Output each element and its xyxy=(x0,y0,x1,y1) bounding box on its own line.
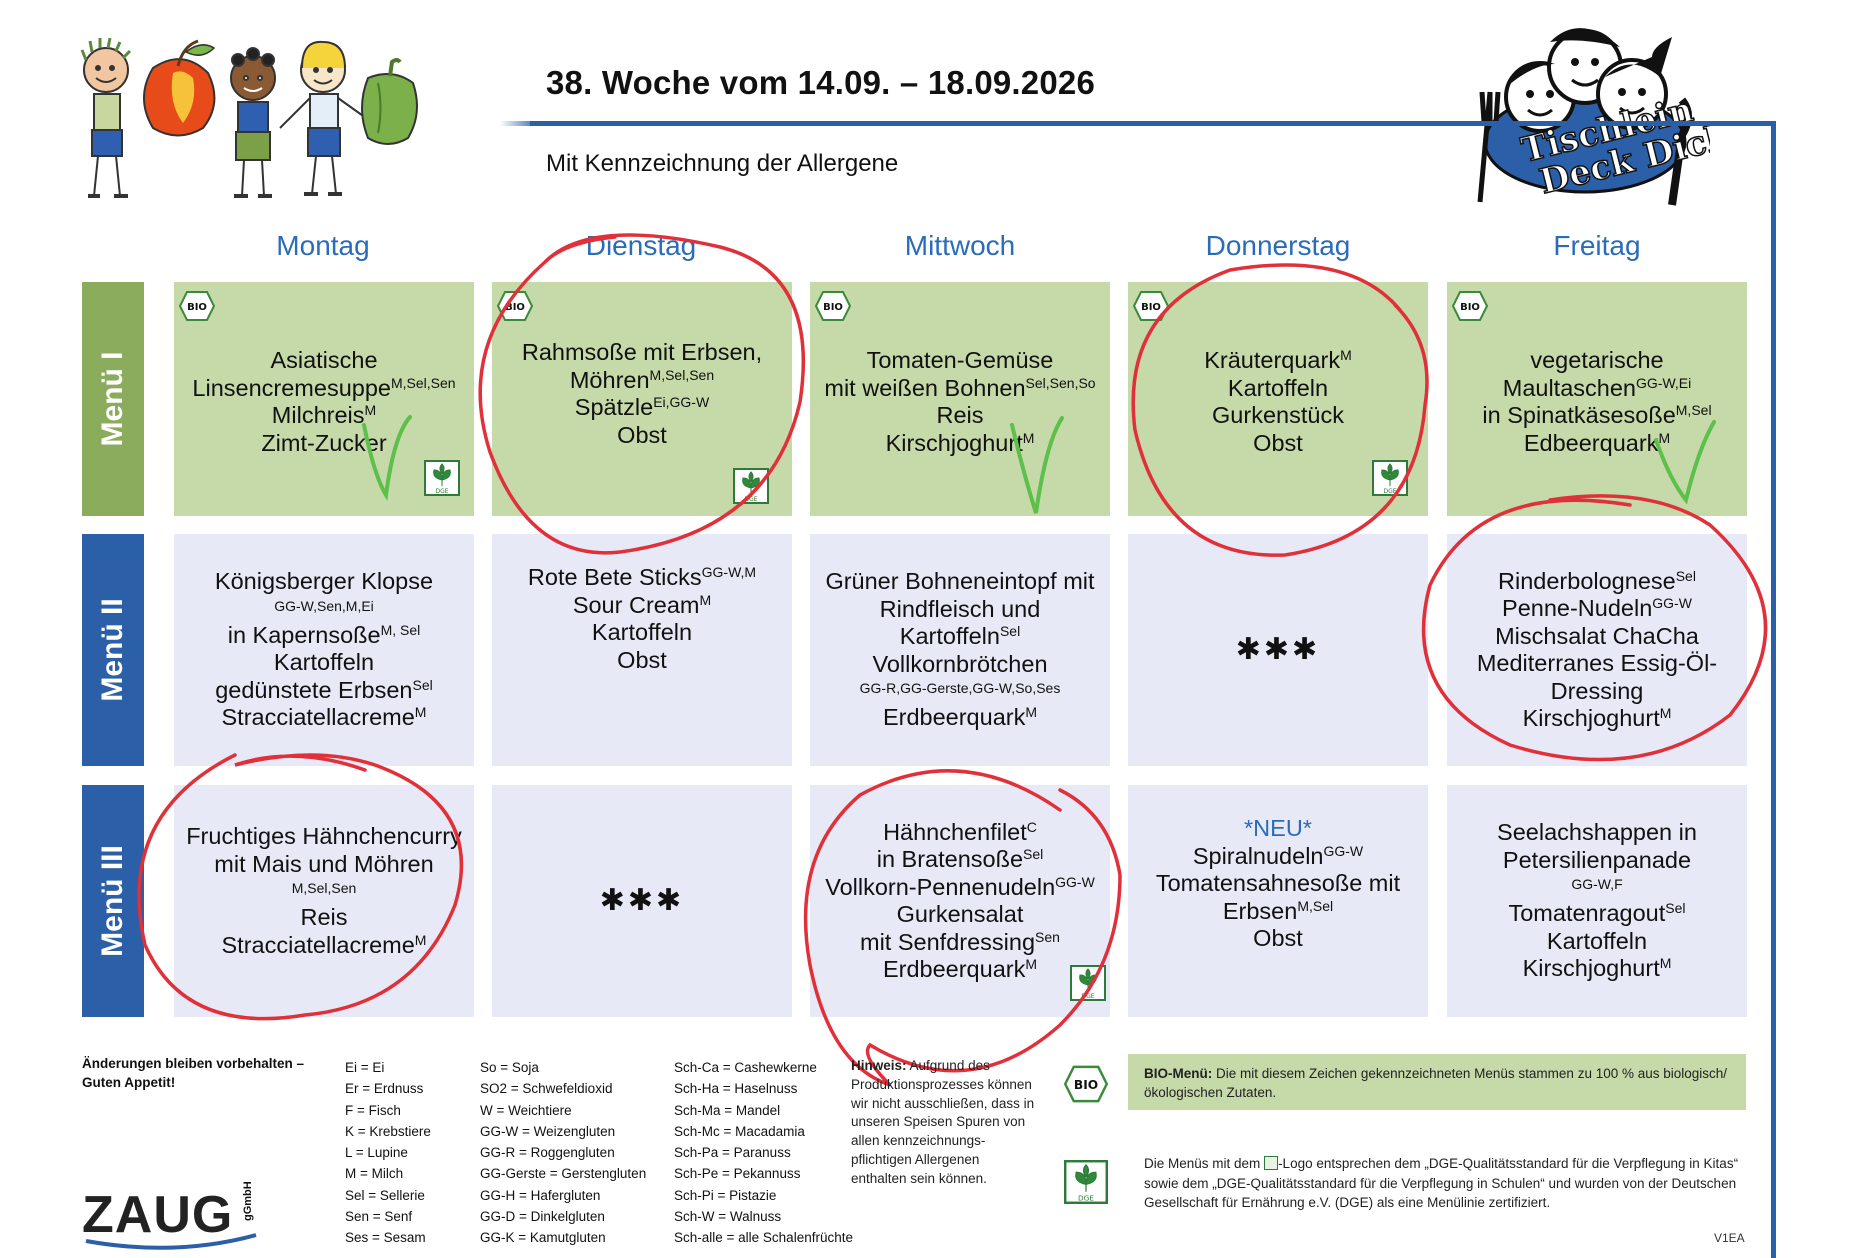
menu2-montag-cell: Königsberger Klopse GG-W,Sen,M,Ei in Kap… xyxy=(174,534,474,766)
svg-text:BIO: BIO xyxy=(505,302,525,313)
bio-badge-icon: BIO xyxy=(815,291,851,321)
dge-inline-icon xyxy=(1264,1156,1279,1170)
zaug-swoosh-icon xyxy=(85,1233,257,1250)
menu2-donnerstag-cell: ✱✱✱ xyxy=(1128,534,1428,766)
menu2-freitag-cell: RinderbologneseSel Penne-NudelnGG-W Misc… xyxy=(1447,534,1747,766)
menu1-mittwoch-cell: Tomaten-Gemüse mit weißen BohnenSel,Sen,… xyxy=(810,282,1110,516)
svg-text:DGE: DGE xyxy=(1081,993,1094,1000)
right-border-rule xyxy=(1771,121,1776,1258)
menu3-dienstag-cell: ✱✱✱ xyxy=(492,785,792,1017)
page-title: 38. Woche vom 14.09. – 18.09.2026 xyxy=(546,64,1096,101)
svg-text:BIO: BIO xyxy=(823,302,843,313)
svg-text:DGE: DGE xyxy=(1078,1193,1094,1202)
bio-badge-icon: BIO xyxy=(497,291,533,321)
menu3-donnerstag-cell: *NEU* SpiralnudelnGG-W Tomatensahnesoße … xyxy=(1128,785,1428,1017)
bio-menu-note: BIO-Menü: Die mit diesem Zeichen gekennz… xyxy=(1128,1054,1746,1110)
menu2-dienstag-cell: Rote Bete SticksGG-W,M Sour CreamM Karto… xyxy=(492,534,792,766)
bio-badge-icon: BIO xyxy=(179,291,215,321)
svg-text:BIO: BIO xyxy=(1074,1078,1098,1092)
kids-vegetables-illustration xyxy=(80,38,418,198)
header-rule-fade xyxy=(500,121,540,126)
menu-label-1: Menü I xyxy=(82,282,144,516)
day-header-freitag: Freitag xyxy=(1553,230,1641,261)
dge-certification-note: Die Menüs mit dem -Logo entsprechen dem … xyxy=(1144,1156,1739,1210)
version-label: V1EA xyxy=(1714,1231,1745,1245)
day-header-montag: Montag xyxy=(276,230,370,261)
svg-text:DGE: DGE xyxy=(435,488,448,495)
svg-text:DGE: DGE xyxy=(1383,488,1396,495)
svg-text:BIO: BIO xyxy=(1460,302,1480,313)
menu3-mittwoch-cell: HähnchenfiletC in BratensoßeSel Vollkorn… xyxy=(810,785,1110,1017)
bio-badge-icon: BIO xyxy=(1064,1065,1108,1103)
footer-note: Änderungen bleiben vorbehalten – Guten A… xyxy=(82,1056,305,1090)
svg-text:DGE: DGE xyxy=(744,496,757,503)
menu3-montag-cell: Fruchtiges Hähnchencurry mit Mais und Mö… xyxy=(174,785,474,1017)
header-rule xyxy=(530,121,1776,126)
dge-badge-icon: DGE xyxy=(1070,965,1106,1001)
dge-badge-icon: DGE xyxy=(733,468,769,504)
no-menu-placeholder: ✱✱✱ xyxy=(1235,633,1321,667)
bio-badge-icon: BIO xyxy=(1452,291,1488,321)
day-header-mittwoch: Mittwoch xyxy=(904,230,1016,261)
new-badge: *NEU* xyxy=(1244,815,1312,841)
dge-badge-icon: DGE xyxy=(1064,1160,1108,1204)
allergen-hint: Hinweis: Aufgrund des Produktionsprozess… xyxy=(851,1058,1035,1186)
menu1-freitag-cell: vegetarische MaultaschenGG-W,Ei in Spina… xyxy=(1447,282,1747,516)
day-header-donnerstag: Donnerstag xyxy=(1205,230,1351,261)
zaug-logo: ZAUG gGmbH xyxy=(82,1181,257,1250)
dge-badge-icon: DGE xyxy=(1372,460,1408,496)
menu-label-3: Menü III xyxy=(82,785,144,1017)
dge-badge-icon: DGE xyxy=(424,460,460,496)
svg-text:BIO: BIO xyxy=(187,302,207,313)
menu2-mittwoch-cell: Grüner Bohneneintopf mit Rindfleisch und… xyxy=(810,534,1110,766)
svg-text:BIO: BIO xyxy=(1141,302,1161,313)
menu3-freitag-cell: Seelachshappen in Petersilienpanade GG-W… xyxy=(1447,785,1747,1017)
bio-badge-icon: BIO xyxy=(1133,291,1169,321)
tischlein-deck-dich-logo: Tischlein Deck Dich xyxy=(1477,28,1710,206)
page-subtitle: Mit Kennzeichnung der Allergene xyxy=(546,150,899,177)
menu-label-2: Menü II xyxy=(82,534,144,766)
day-header-dienstag: Dienstag xyxy=(585,230,697,261)
no-menu-placeholder: ✱✱✱ xyxy=(599,884,685,918)
